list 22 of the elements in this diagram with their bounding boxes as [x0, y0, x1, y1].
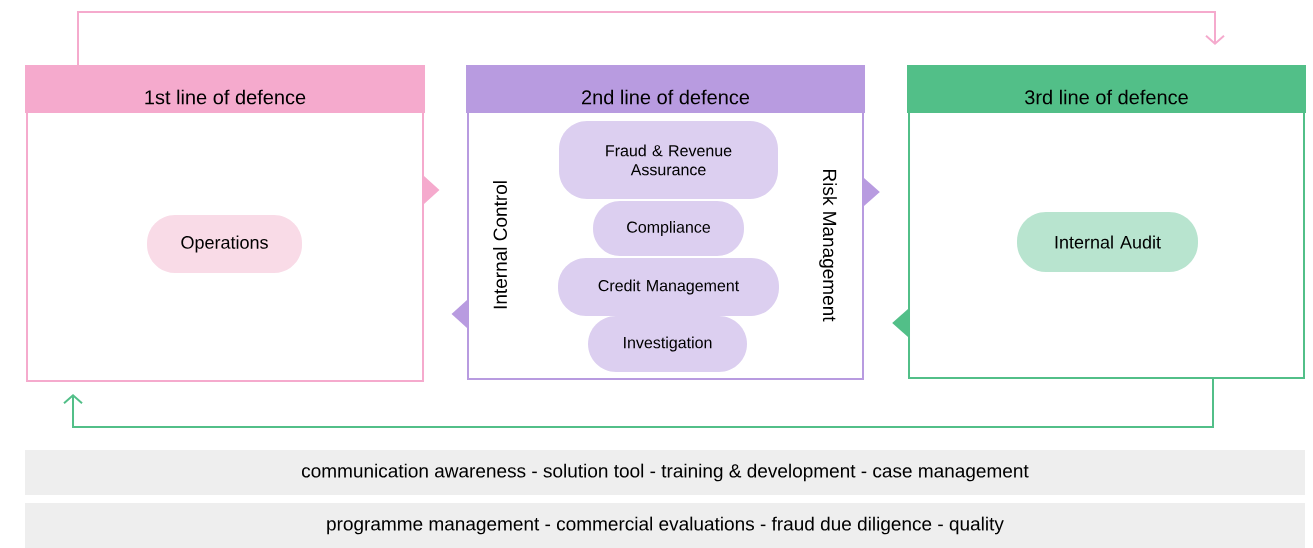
text-band: communication awareness - solution tool - training & development - case management	[25, 450, 1305, 495]
arrow	[451, 300, 467, 328]
rounded-box: Fraud & Revenue Assurance	[559, 121, 778, 199]
rounded-box: Credit Management	[558, 258, 779, 316]
panel-header: 1st line of defence	[25, 65, 425, 113]
rounded-box: Investigation	[588, 316, 747, 372]
vertical-label: Risk Management	[819, 170, 837, 322]
rounded-box: Operations	[147, 215, 302, 273]
node-label: Credit Management	[598, 279, 740, 295]
panel-header: 3rd line of defence	[907, 65, 1306, 113]
arrow	[864, 178, 880, 206]
node-label: Compliance	[627, 221, 711, 236]
vertical-label: Internal Control	[493, 181, 507, 309]
rounded-box: Compliance	[593, 201, 744, 256]
arrow	[63, 378, 1214, 428]
arrow	[77, 11, 1225, 66]
arrow	[892, 309, 908, 337]
text-band: programme management - commercial evaluations - fraud due diligence - quality	[25, 503, 1305, 548]
rounded-box: Internal Audit	[1017, 212, 1198, 272]
arrow	[424, 176, 440, 204]
node-label: Investigation	[624, 336, 712, 352]
panel-header: 2nd line of defence	[466, 65, 865, 113]
